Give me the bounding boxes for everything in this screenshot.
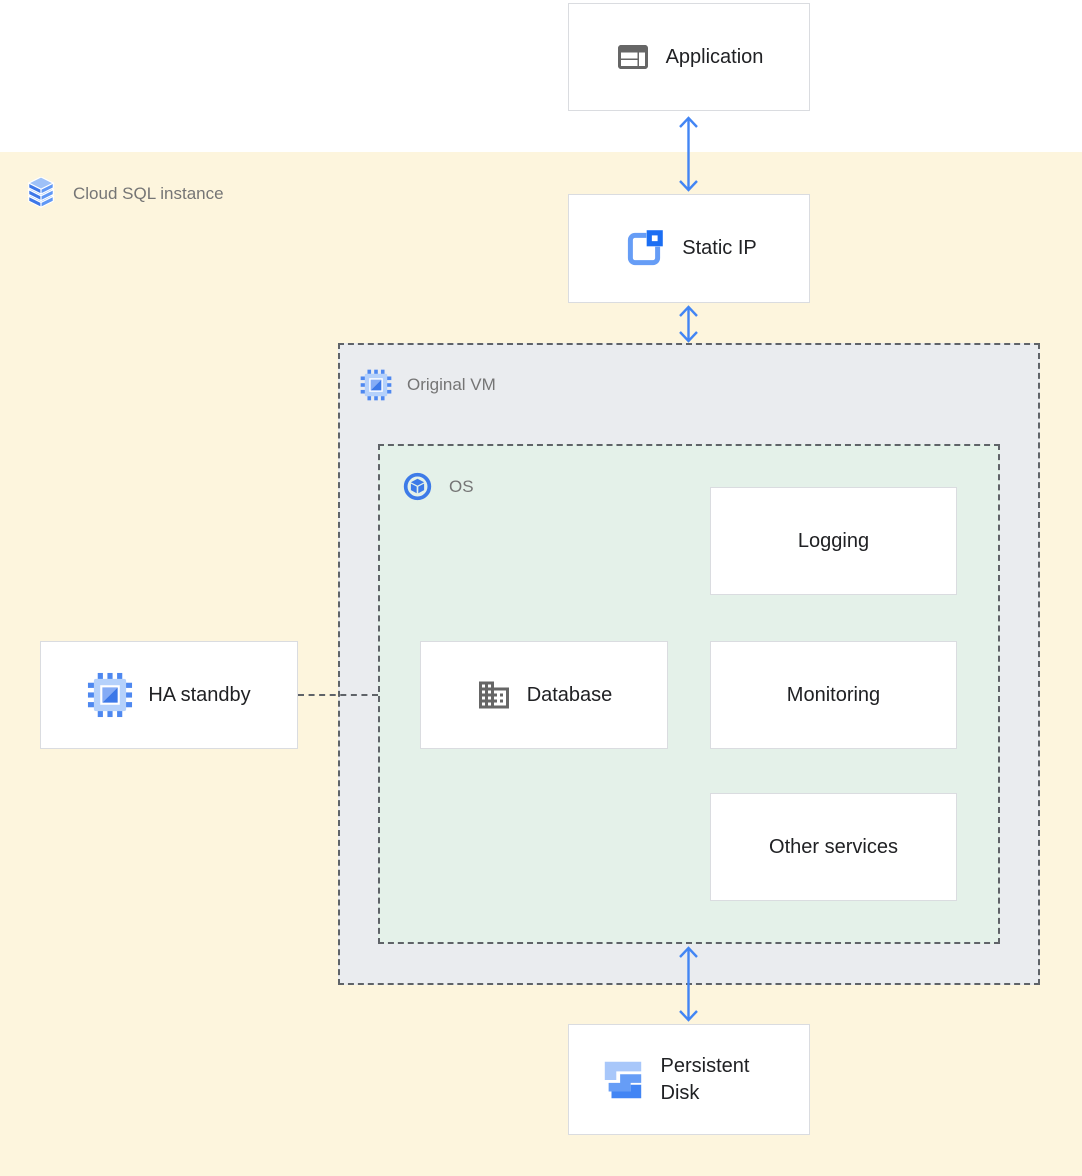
arrow-static-ip-original-vm [679, 305, 698, 343]
static-ip-label: Static IP [682, 237, 757, 259]
static-ip-icon [628, 229, 664, 265]
original-vm-label-row: Original VM [360, 369, 496, 401]
logging-label: Logging [797, 529, 870, 552]
arrow-application-static-ip [679, 116, 698, 192]
node-static-ip: Static IP [568, 194, 810, 303]
web-app-window-icon [617, 45, 648, 69]
persistent-disk-label: Persistent Disk [660, 1054, 750, 1104]
arrow-os-persistent-disk [679, 946, 698, 1022]
monitoring-label: Monitoring [786, 683, 881, 706]
compute-engine-chip-icon [360, 369, 392, 401]
node-application: Application [568, 3, 810, 111]
other-services-label: Other services [769, 835, 898, 858]
node-monitoring: Monitoring [710, 641, 957, 749]
application-label: Application [665, 45, 764, 68]
cloud-sql-instance-label: Cloud SQL instance [73, 184, 224, 203]
node-other-services: Other services [710, 793, 957, 901]
os-icon [403, 472, 432, 501]
building-icon [478, 681, 509, 709]
compute-engine-chip-icon [88, 672, 133, 718]
cloud-sql-instance-label-row: Cloud SQL instance [24, 177, 224, 211]
connector-ha-standby-to-vm [298, 694, 378, 696]
ha-standby-label: HA standby [148, 683, 251, 706]
original-vm-label: Original VM [407, 375, 496, 394]
node-ha-standby: HA standby [40, 641, 298, 749]
cloud-sql-stack-icon [27, 177, 55, 209]
persistent-disk-icon [604, 1061, 641, 1098]
database-label: Database [526, 683, 613, 706]
os-label-row: OS [401, 470, 474, 503]
node-database: Database [420, 641, 668, 749]
node-persistent-disk: Persistent Disk [568, 1024, 810, 1135]
os-label: OS [449, 476, 474, 496]
node-logging: Logging [710, 487, 957, 595]
